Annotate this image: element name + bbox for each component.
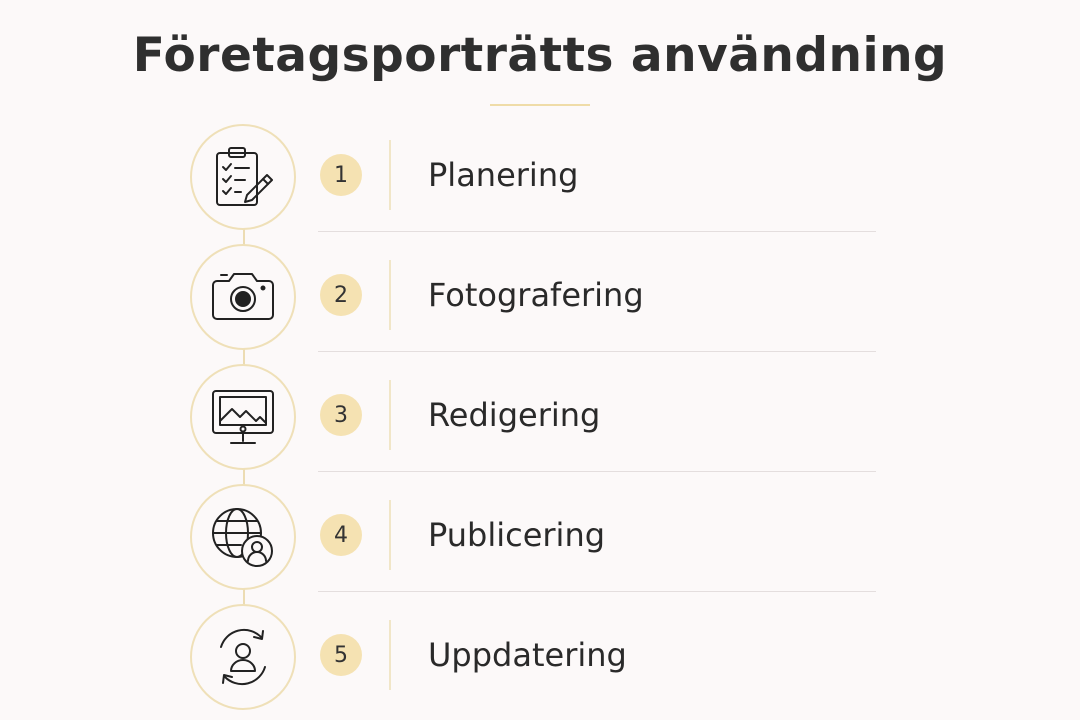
step-number-badge: 3 (320, 394, 362, 436)
clipboard-checklist-pencil-icon (216, 147, 273, 206)
user-refresh-icon (220, 628, 266, 686)
step-redigering: 3 Redigering (0, 356, 1080, 476)
step-icon-circle (190, 244, 296, 350)
step-icon-circle (190, 604, 296, 710)
monitor-image-icon (212, 390, 274, 444)
page-title: Företagsporträtts användning (132, 28, 948, 83)
step-separator (318, 591, 876, 592)
step-icon-circle (190, 484, 296, 590)
step-number-badge: 2 (320, 274, 362, 316)
globe-user-icon (212, 508, 273, 567)
step-divider (389, 140, 391, 210)
step-label: Uppdatering (428, 636, 627, 674)
camera-icon (212, 273, 274, 320)
step-icon-circle (190, 124, 296, 230)
step-number-badge: 1 (320, 154, 362, 196)
step-fotografering: 2 Fotografering (0, 236, 1080, 356)
title-underline (490, 104, 590, 106)
step-divider (389, 380, 391, 450)
step-label: Fotografering (428, 276, 644, 314)
step-divider (389, 260, 391, 330)
step-publicering: 4 Publicering (0, 476, 1080, 596)
step-separator (318, 231, 876, 232)
step-icon-circle (190, 364, 296, 470)
step-divider (389, 500, 391, 570)
step-uppdatering: 5 Uppdatering (0, 596, 1080, 716)
step-separator (318, 471, 876, 472)
step-divider (389, 620, 391, 690)
step-planering: 1 Planering (0, 116, 1080, 236)
step-separator (318, 351, 876, 352)
step-number-badge: 4 (320, 514, 362, 556)
step-label: Publicering (428, 516, 606, 554)
step-label: Planering (428, 156, 579, 194)
step-label: Redigering (428, 396, 601, 434)
step-number-badge: 5 (320, 634, 362, 676)
